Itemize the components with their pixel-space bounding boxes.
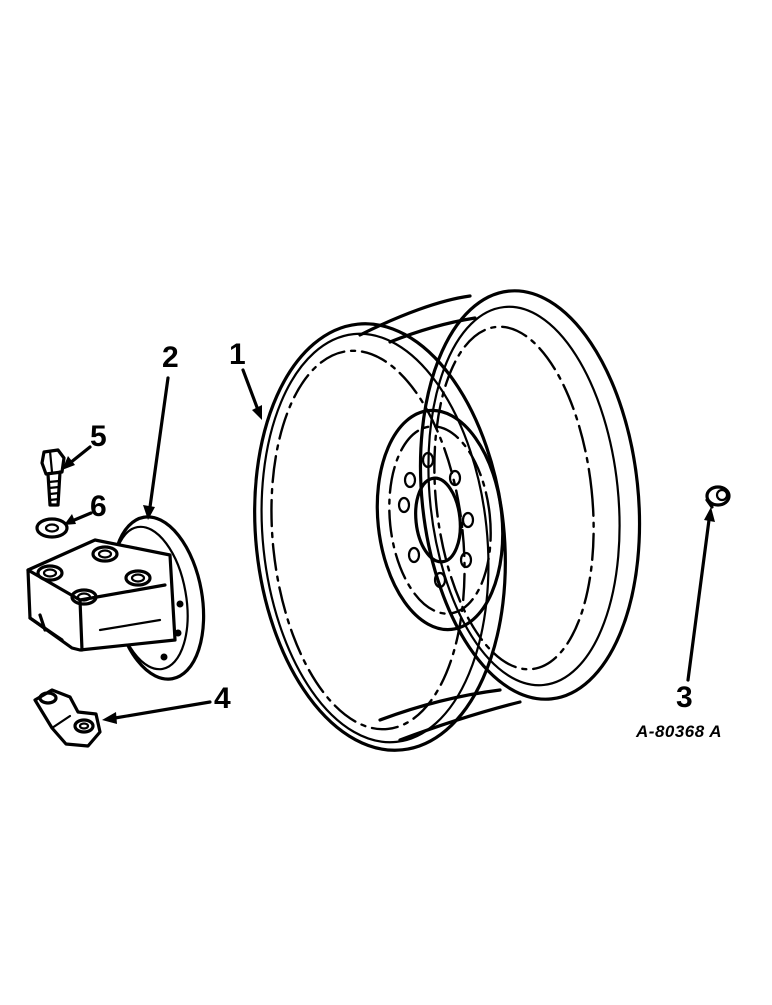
valve-stem <box>705 485 731 509</box>
bolt <box>40 448 66 507</box>
callout-2: 2 <box>162 341 179 374</box>
clamp <box>33 688 102 748</box>
leader-lines <box>62 368 715 724</box>
wheel-rim <box>253 289 642 752</box>
callout-6: 6 <box>90 490 107 523</box>
callout-1: 1 <box>229 338 246 371</box>
callout-4: 4 <box>214 682 231 715</box>
callout-3: 3 <box>676 681 693 714</box>
callout-5: 5 <box>90 420 107 453</box>
figure-code: A-80368 A <box>636 722 723 741</box>
hub-flange <box>26 515 206 681</box>
washer <box>35 517 69 539</box>
